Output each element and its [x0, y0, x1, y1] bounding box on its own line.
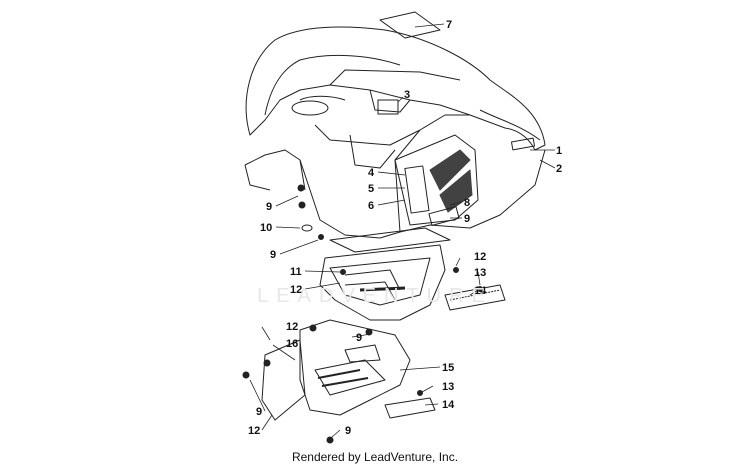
callout-5: 5 [368, 183, 374, 195]
callout-6: 6 [368, 200, 374, 212]
callout-11: 11 [290, 266, 302, 278]
callout-9: 9 [345, 425, 351, 437]
decal-7 [379, 11, 441, 39]
callout-9: 9 [270, 249, 276, 261]
callout-12: 12 [286, 321, 298, 333]
leader-lines [249, 23, 556, 438]
callout-12: 12 [248, 425, 260, 437]
callout-14: 14 [442, 399, 455, 411]
callout-8: 8 [464, 197, 470, 209]
reflector-1 [510, 137, 536, 151]
callout-15: 15 [442, 362, 454, 374]
callout-14: 14 [474, 285, 487, 297]
callout-13: 13 [474, 267, 486, 279]
plate-center [329, 227, 451, 253]
callout-1: 1 [556, 145, 562, 157]
callout-12: 12 [474, 251, 486, 263]
fasteners [242, 184, 483, 444]
side-panel [394, 134, 479, 226]
footwell-lower [261, 319, 411, 421]
callout-4: 4 [368, 167, 375, 179]
callout-labels: 7 3 1 2 4 5 6 8 9 9 10 9 11 12 12 13 14 … [248, 19, 562, 437]
decal-3 [377, 99, 399, 115]
footwell-mid [319, 244, 446, 321]
callout-9: 9 [256, 406, 262, 418]
callout-2: 2 [556, 163, 562, 175]
foot-rest-lower [384, 397, 436, 419]
callout-12: 12 [290, 284, 302, 296]
footer-credit: Rendered by LeadVenture, Inc. [291, 450, 459, 464]
callout-10: 10 [260, 222, 272, 234]
callout-9: 9 [464, 213, 470, 225]
callout-3: 3 [404, 89, 410, 101]
callout-9: 9 [356, 332, 362, 344]
callout-13: 13 [442, 381, 454, 393]
rear-fender-body [244, 26, 546, 239]
callout-7: 7 [446, 19, 452, 31]
callout-16: 16 [286, 338, 298, 350]
callout-9: 9 [266, 201, 272, 213]
